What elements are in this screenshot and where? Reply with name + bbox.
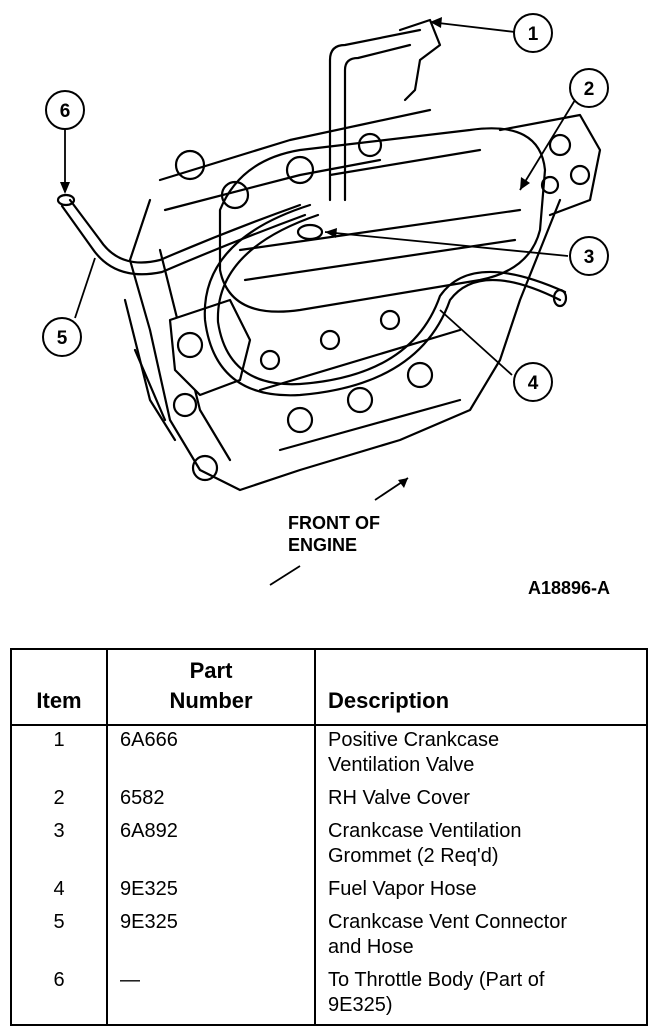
header-description: Description [314, 649, 648, 726]
row-part: 6A666 [106, 725, 316, 784]
desc-line1: Positive Crankcase [328, 729, 500, 751]
row-item: 3 [10, 817, 108, 875]
grommet [296, 223, 324, 241]
desc-line1: Crankcase Ventilation [328, 820, 522, 842]
parts-table: Item Part Number Description 1 6A666 Pos… [10, 648, 648, 1026]
row-part: 9E325 [106, 875, 316, 908]
desc-line1: RH Valve Cover [328, 787, 470, 809]
parts-table-header: Item Part Number Description [10, 649, 648, 726]
svg-text:2: 2 [584, 79, 595, 100]
callout-1: 1 [513, 13, 553, 53]
row-part: 9E325 [106, 908, 316, 966]
svg-text:1: 1 [528, 24, 539, 45]
svg-text:3: 3 [584, 247, 595, 268]
front-label-line1: FRONT OF [288, 513, 380, 533]
table-row: 1 6A666 Positive Crankcase Ventilation V… [10, 725, 648, 784]
table-row: 4 9E325 Fuel Vapor Hose [10, 875, 648, 908]
row-item: 1 [10, 725, 108, 784]
svg-text:5: 5 [57, 328, 68, 349]
engine-block-outline [128, 198, 562, 492]
row-item: 4 [10, 875, 108, 908]
desc-line1: Fuel Vapor Hose [328, 878, 477, 900]
svg-text:4: 4 [528, 373, 539, 394]
callout-5: 5 [42, 317, 82, 357]
desc-line1: To Throttle Body (Part of [328, 969, 545, 991]
callout-3: 3 [569, 236, 609, 276]
row-item: 2 [10, 784, 108, 817]
row-part: 6582 [106, 784, 316, 817]
vent-hose [68, 198, 302, 264]
header-part-line2: Number [169, 688, 253, 713]
desc-line2: Ventilation Valve [328, 754, 475, 776]
front-of-engine-label: FRONT OF ENGINE [288, 512, 380, 556]
row-description: Fuel Vapor Hose [314, 875, 648, 908]
table-row: 3 6A892 Crankcase Ventilation Grommet (2… [10, 817, 648, 875]
pcv-tube [328, 28, 422, 202]
callout-2: 2 [569, 68, 609, 108]
table-row: 2 6582 RH Valve Cover [10, 784, 648, 817]
row-description: To Throttle Body (Part of 9E325) [314, 966, 648, 1025]
row-description: Positive Crankcase Ventilation Valve [314, 725, 648, 784]
fuel-vapor-hose [203, 203, 562, 397]
callout-6: 6 [45, 90, 85, 130]
row-part: — [106, 966, 316, 1025]
row-description: Crankcase Vent Connector and Hose [314, 908, 648, 966]
callout-4: 4 [513, 362, 553, 402]
header-part-number: Part Number [106, 649, 316, 726]
valve-cover [218, 127, 547, 313]
table-row: 6 — To Throttle Body (Part of 9E325) [10, 966, 648, 1025]
desc-line2: and Hose [328, 936, 414, 958]
row-item: 6 [10, 966, 108, 1025]
header-part-line1: Part [189, 658, 233, 683]
svg-text:6: 6 [60, 101, 71, 122]
desc-line2: 9E325) [328, 994, 393, 1016]
row-description: Crankcase Ventilation Grommet (2 Req'd) [314, 817, 648, 875]
table-row: 5 9E325 Crankcase Vent Connector and Hos… [10, 908, 648, 966]
engine-illustration: 1 2 3 4 5 6 [42, 13, 609, 586]
front-label-line2: ENGINE [288, 535, 358, 555]
desc-line2: Grommet (2 Req'd) [328, 845, 499, 867]
row-part: 6A892 [106, 817, 316, 875]
header-item: Item [10, 649, 108, 726]
row-description: RH Valve Cover [314, 784, 648, 817]
figure-code: A18896-A [528, 578, 611, 598]
row-item: 5 [10, 908, 108, 966]
desc-line1: Crankcase Vent Connector [328, 911, 568, 933]
